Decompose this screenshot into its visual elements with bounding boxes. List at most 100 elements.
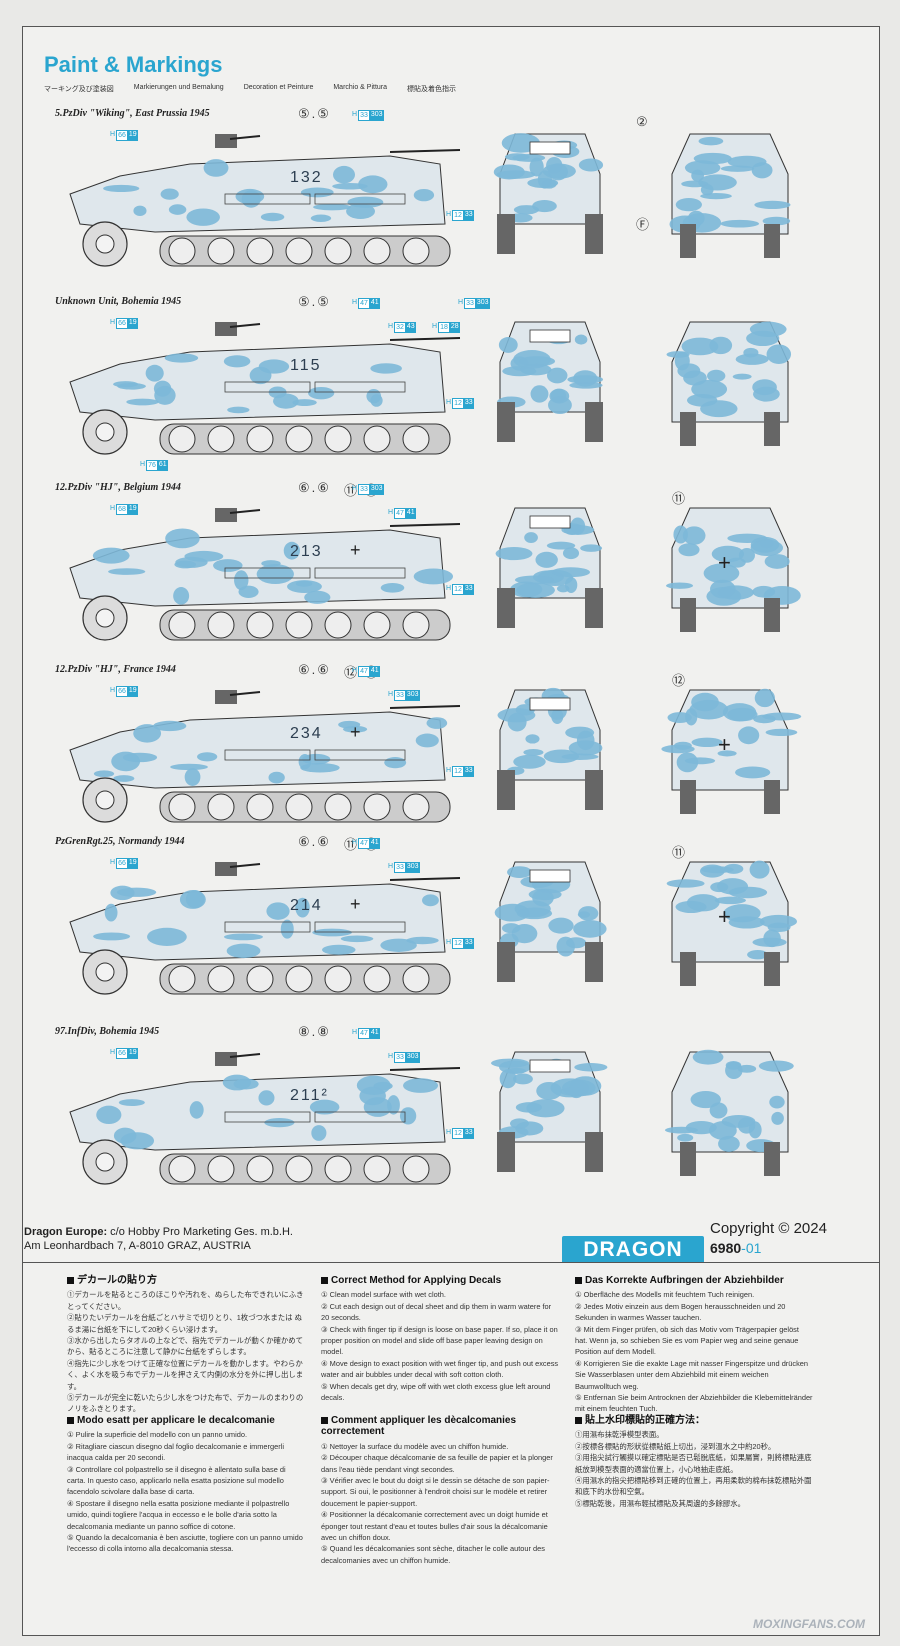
- rear-mg: [389, 337, 461, 341]
- decal-callout: ⑧.⑧: [298, 1024, 331, 1039]
- camo-patch: [771, 1111, 784, 1125]
- instruction-step: ③ Check with finger tip if design is loo…: [321, 1324, 558, 1357]
- camo-patch: [384, 757, 407, 769]
- road-wheel: [246, 965, 274, 993]
- camo-patch: [678, 543, 700, 557]
- camo-patch: [746, 330, 780, 347]
- camo-patch: [735, 766, 771, 779]
- tactical-number: 234: [290, 725, 323, 742]
- camo-patch: [147, 927, 187, 946]
- camo-patch: [727, 533, 768, 543]
- camo-patch: [718, 1135, 740, 1152]
- tactical-number: 132: [290, 169, 323, 186]
- front-view-drawing: [497, 321, 604, 442]
- camo-patch: [691, 692, 719, 712]
- road-wheel: [285, 611, 313, 639]
- camo-patch: [532, 199, 557, 213]
- camo-patch: [173, 587, 190, 605]
- tactical-number: 213: [290, 543, 323, 560]
- side-view-drawing: 115: [69, 322, 461, 455]
- front-view-drawing: [495, 507, 603, 628]
- camo-patch: [720, 219, 760, 228]
- rear-track-right: [764, 412, 780, 446]
- camo-patch: [514, 575, 555, 585]
- road-wheel: [324, 237, 352, 265]
- camo-patch: [580, 544, 603, 552]
- camo-patch: [213, 559, 243, 572]
- road-wheel: [324, 611, 352, 639]
- camo-patch: [227, 406, 250, 414]
- rear-view-drawing: +: [666, 860, 798, 986]
- camo-patch: [168, 204, 187, 215]
- mg-shield: [215, 134, 237, 148]
- rear-track-left: [680, 224, 696, 258]
- camo-patch: [96, 1105, 122, 1125]
- camo-patch: [720, 165, 755, 172]
- camo-patch: [93, 770, 115, 778]
- instruction-step: ⑤ Quand les décalcomanies sont sèche, di…: [321, 1544, 545, 1565]
- camo-patch: [673, 741, 692, 750]
- camo-patch: [312, 928, 352, 937]
- balkenkreuz: +: [350, 722, 361, 742]
- camo-patch: [752, 379, 777, 396]
- camo-patch: [675, 197, 702, 212]
- camo-patch: [170, 763, 208, 771]
- front-view-drawing: [494, 861, 607, 982]
- camo-patch: [681, 337, 719, 356]
- camo-patch: [737, 1117, 756, 1134]
- instruction-step: ⑤ Entfernan Sie beim Antrocknen der Abzi…: [575, 1393, 813, 1414]
- instruction-step: ① Pulire la superficie del modello con u…: [67, 1430, 247, 1440]
- camo-patch: [422, 894, 439, 907]
- road-wheel: [402, 425, 430, 453]
- camo-patch: [703, 563, 740, 583]
- road-wheel: [168, 611, 196, 639]
- camo-patch: [551, 567, 590, 578]
- road-wheel: [363, 237, 391, 265]
- instruction-step: ③ Vérifier avec le bout du doigt si le d…: [321, 1476, 550, 1508]
- camo-patch: [692, 1049, 724, 1065]
- rear-view-drawing: [664, 1049, 794, 1176]
- front-tire-left: [497, 402, 515, 442]
- camo-patch: [735, 353, 769, 365]
- instruction-step: ④ Korrigieren Sie die exakte Lage mit na…: [575, 1358, 808, 1391]
- road-wheel: [207, 793, 235, 821]
- profile-label: 12.PzDiv "HJ", France 1944: [55, 664, 176, 675]
- camo-patch: [511, 924, 538, 944]
- road-wheel: [246, 611, 274, 639]
- camo-patch: [751, 162, 773, 179]
- camo-patch: [498, 336, 518, 353]
- camo-patch: [516, 582, 555, 598]
- road-wheel: [246, 793, 274, 821]
- camo-patch: [666, 351, 690, 358]
- camo-patch: [308, 386, 335, 400]
- camo-patch: [133, 724, 162, 743]
- instruction-step: ③ Controllare col polpastrello se il dis…: [67, 1464, 286, 1497]
- instruction-step: ④指先に少し水をつけて正確な位置にデカールを動かします。やわらかく、よく水を吸う…: [67, 1358, 304, 1391]
- road-wheel: [285, 965, 313, 993]
- front-tire-left: [497, 588, 515, 628]
- article-number: 6980-01: [710, 1240, 762, 1256]
- company-address: Am Leonhardbach 7, A-8010 GRAZ, AUSTRIA: [24, 1240, 251, 1252]
- camo-patch: [495, 547, 533, 561]
- mg-shield: [215, 508, 237, 522]
- road-wheel: [363, 1155, 391, 1183]
- camo-patch: [578, 158, 604, 172]
- balkenkreuz: +: [350, 894, 361, 914]
- camo-patch: [358, 175, 388, 194]
- camo-patch: [567, 375, 604, 384]
- instruction-step: ⑤ Quando la decalcomania è ben asciutte,…: [67, 1533, 303, 1554]
- front-view-drawing: [493, 133, 604, 254]
- camo-patch: [234, 570, 249, 591]
- road-wheel: [324, 425, 352, 453]
- instruction-step: ② Jedes Motiv einzein aus dem Bogen hera…: [575, 1301, 786, 1323]
- camo-patch: [497, 708, 536, 723]
